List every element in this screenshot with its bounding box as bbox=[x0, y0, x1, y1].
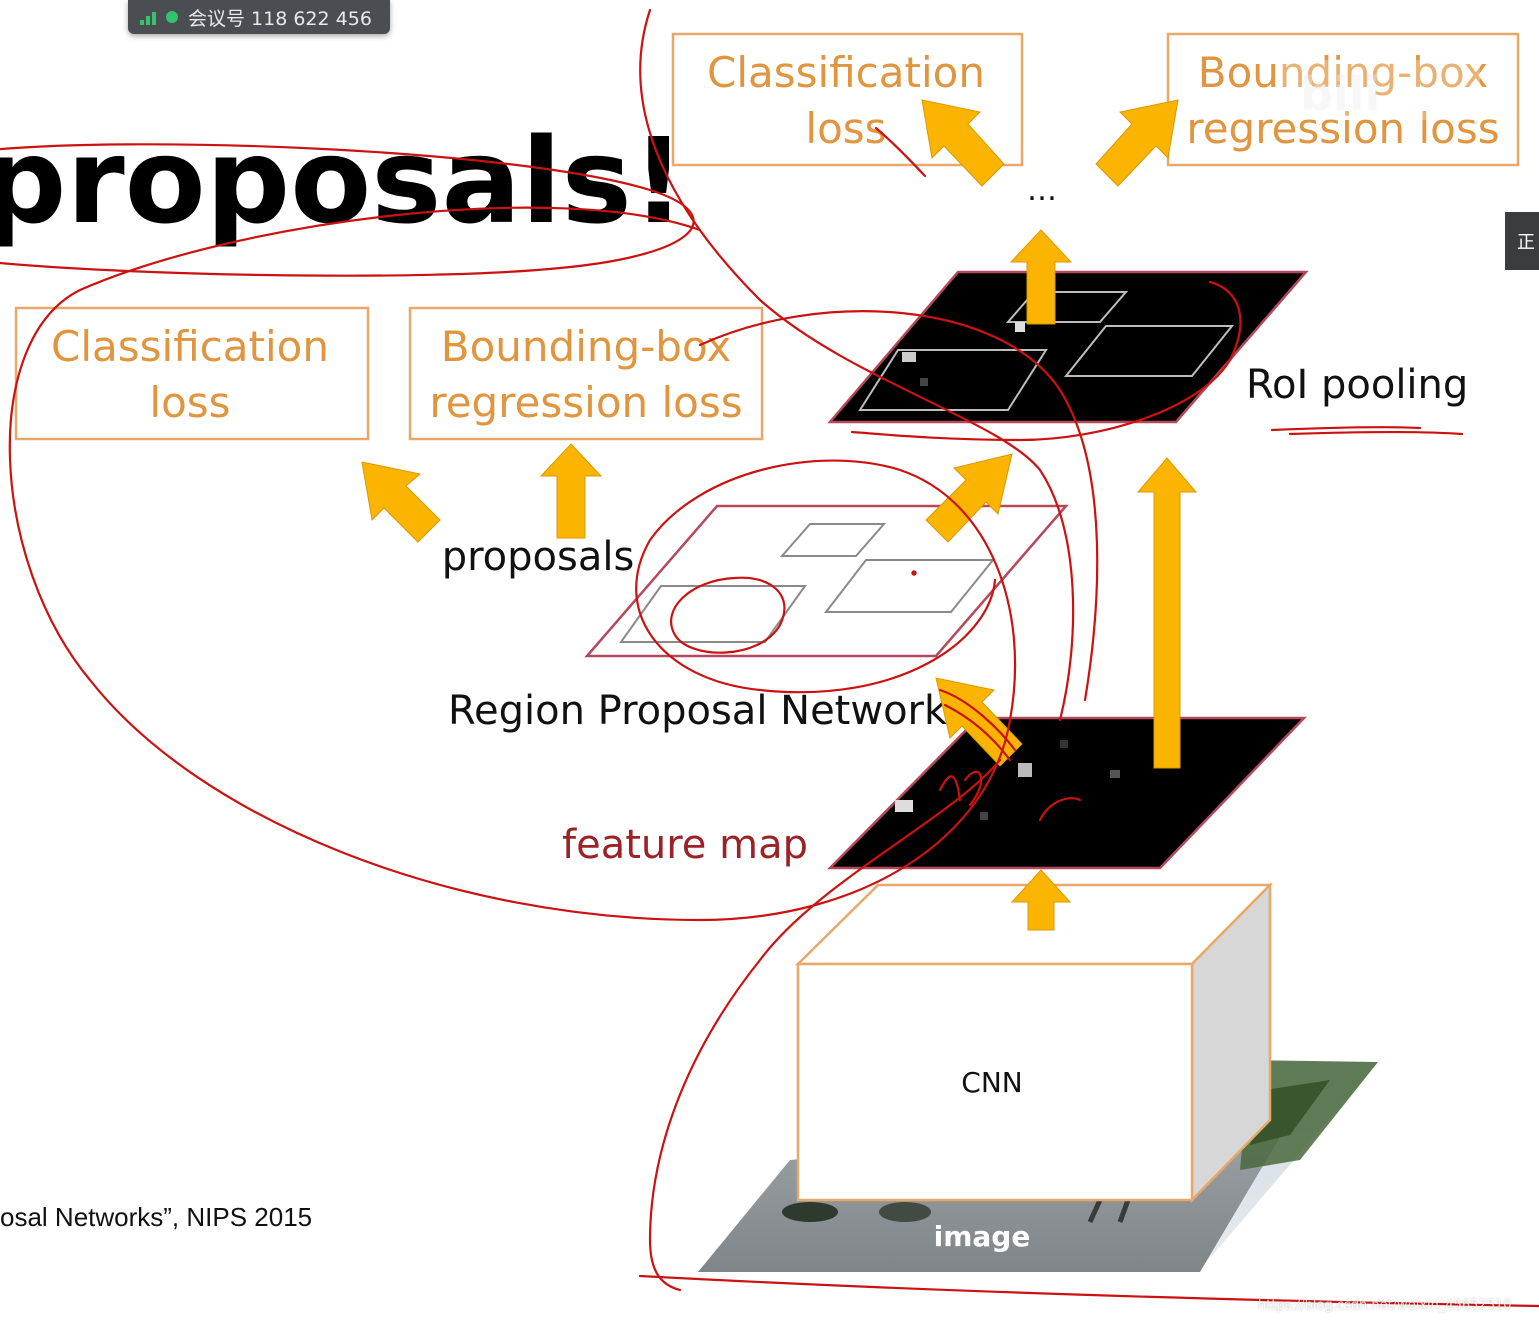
rpn-bbox-loss-line1: Bounding-box bbox=[441, 322, 731, 371]
signal-bars-icon bbox=[140, 9, 162, 25]
rpn-classification-loss-line1: Classification bbox=[51, 322, 329, 371]
citation-text: osal Networks”, NIPS 2015 bbox=[0, 1202, 312, 1232]
cnn-box: CNN bbox=[794, 881, 1273, 1204]
roi-pooling-label: RoI pooling bbox=[1246, 362, 1468, 408]
meeting-id-bar[interactable]: 会议号 118 622 456 bbox=[128, 0, 390, 34]
rpn-classification-loss-box: Classification loss bbox=[14, 306, 370, 441]
roi-pooling-plane bbox=[827, 270, 1309, 424]
proposals-label: proposals bbox=[442, 534, 635, 580]
rpn-bbox-regression-loss-box: Bounding-box regression loss bbox=[408, 306, 764, 441]
video-watermark: bili bbox=[1280, 60, 1480, 121]
source-watermark: https://blog.csdn.net/weixin_45652510 bbox=[1258, 1298, 1512, 1313]
pen-annotations bbox=[0, 8, 1539, 1308]
arrow-cnn-to-feature-map bbox=[1010, 869, 1072, 931]
final-bbox-regression-loss-box: Bounding-box regression loss bbox=[1166, 32, 1520, 167]
final-classification-loss-line2: loss bbox=[805, 104, 886, 153]
arrow-proposals-to-rpn-cls bbox=[361, 461, 441, 543]
rpn-label: Region Proposal Network bbox=[448, 688, 948, 734]
arrow-feature-map-to-rpn bbox=[935, 677, 1023, 767]
image-label: image bbox=[934, 1220, 1031, 1253]
feature-map-plane bbox=[827, 716, 1307, 870]
feature-map-label: feature map bbox=[562, 822, 808, 868]
arrows bbox=[361, 99, 1198, 931]
arrow-to-final-cls bbox=[921, 99, 1005, 187]
arrow-proposals-to-rpn-bbox bbox=[539, 443, 603, 539]
rpn-classification-loss-line2: loss bbox=[149, 378, 230, 427]
arrow-roi-to-heads bbox=[1009, 229, 1073, 325]
meeting-id-text: 会议号 118 622 456 bbox=[188, 7, 372, 30]
status-dot-icon bbox=[166, 11, 178, 23]
cnn-label: CNN bbox=[961, 1066, 1022, 1099]
rpn-bbox-loss-line2: regression loss bbox=[429, 378, 742, 427]
final-bbox-loss-line2: regression loss bbox=[1186, 104, 1499, 153]
final-bbox-loss-line1: Bounding-box bbox=[1198, 48, 1488, 97]
arrow-to-final-bbox bbox=[1095, 99, 1179, 187]
side-tab[interactable]: 正 bbox=[1505, 212, 1539, 270]
ellipsis: … bbox=[1027, 173, 1057, 208]
slide-title: proposals! bbox=[0, 112, 686, 250]
arrow-proposals-to-roi bbox=[925, 453, 1013, 543]
final-classification-loss-line1: Classification bbox=[707, 48, 985, 97]
side-tab-label: 正 bbox=[1517, 232, 1535, 253]
arrow-feature-map-to-roi bbox=[1136, 457, 1198, 769]
svg-text:bili: bili bbox=[1300, 67, 1380, 121]
